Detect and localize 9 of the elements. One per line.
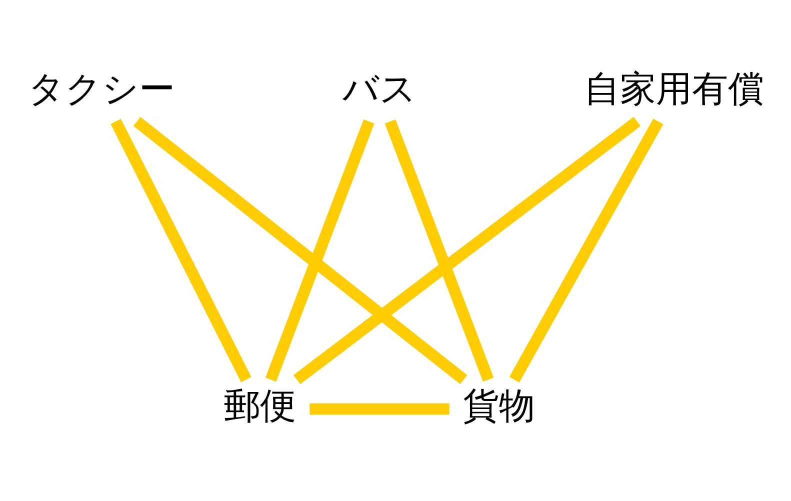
node-text: 郵便 — [224, 386, 296, 428]
connector — [110, 118, 252, 382]
connector — [509, 118, 664, 382]
node-text: バス — [342, 69, 417, 110]
connector — [310, 403, 450, 415]
node-text: 自家用有償 — [584, 69, 764, 110]
connector — [384, 119, 494, 382]
node-text: タクシー — [28, 69, 176, 110]
node-text: 貨物 — [462, 386, 535, 428]
